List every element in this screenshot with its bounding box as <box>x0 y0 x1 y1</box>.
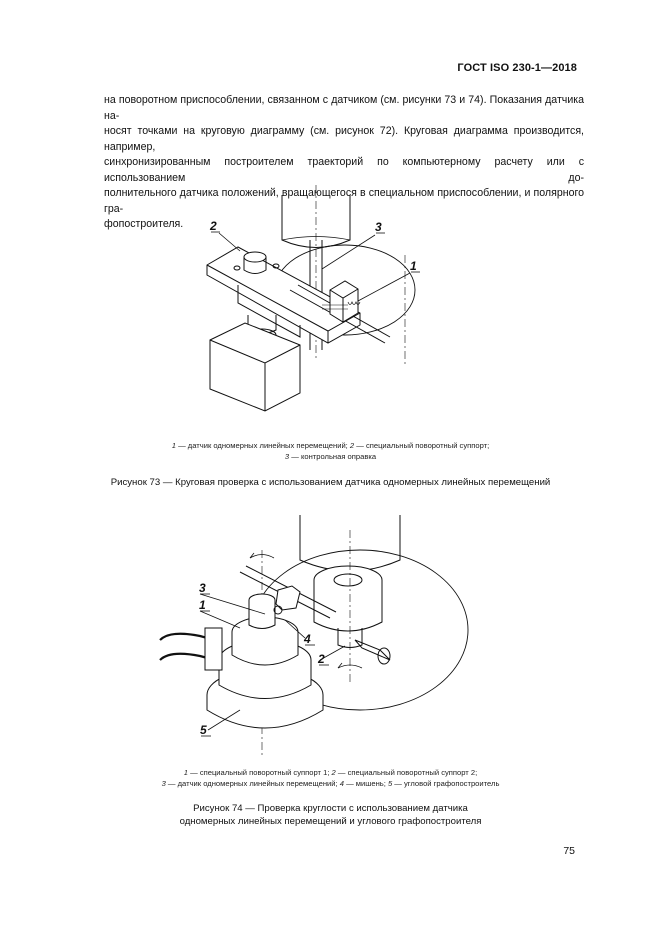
standard-header: ГОСТ ISO 230-1—2018 <box>457 62 577 74</box>
rotary-support-1 <box>231 632 299 666</box>
figure-74-label-1: 1 <box>199 598 206 612</box>
base-block <box>209 322 301 412</box>
paragraph-line: носят точками на круговую диаграмму (см.… <box>104 125 584 153</box>
figure-73-label-3: 3 <box>375 220 382 234</box>
figure-74-caption: Рисунок 74 — Проверка круглости с исполь… <box>0 802 661 828</box>
legend-line: 1 — датчик одномерных линейных перемещен… <box>171 441 490 450</box>
linear-probe <box>275 585 301 611</box>
paragraph-line: синхронизированным построителем траектор… <box>104 156 584 184</box>
figure-74-label-5: 5 <box>200 723 207 737</box>
figure-73-legend: 1 — датчик одномерных линейных перемещен… <box>0 440 661 462</box>
figure-74-label-2: 2 <box>317 652 325 666</box>
linear-probe <box>329 280 359 323</box>
body-paragraph: на поворотном приспособлении, связанном … <box>104 93 584 233</box>
figure-74-drawing: 3 1 4 2 5 <box>159 515 469 755</box>
figure-73-drawing: 2 3 1 <box>206 185 420 412</box>
figure-73-label-2: 2 <box>209 219 217 233</box>
legend-line: 3 — датчик одномерных линейных перемещен… <box>161 779 500 788</box>
target-cylinder <box>313 580 383 632</box>
figure-73-caption: Рисунок 73 — Круговая проверка с использ… <box>110 477 551 488</box>
figure-74-label-3: 3 <box>199 581 206 595</box>
page-number: 75 <box>563 845 575 857</box>
caption-line: одномерных линейных перемещений и углово… <box>179 816 482 827</box>
angular-plotter <box>206 695 324 729</box>
paragraph-line: фопостроителя. <box>104 218 184 230</box>
legend-line: 3 — контрольная оправка <box>284 452 377 461</box>
caption-line: Рисунок 74 — Проверка круглости с исполь… <box>193 803 468 814</box>
figure-74-label-4: 4 <box>303 632 311 646</box>
paragraph-line: на поворотном приспособлении, связанном … <box>104 94 584 122</box>
figure-74-legend: 1 — специальный поворотный суппорт 1; 2 … <box>0 767 661 789</box>
spindle <box>281 195 351 248</box>
paragraph-line: полнительного датчика положений, вращающ… <box>104 187 584 215</box>
figure-73-label-1: 1 <box>410 259 417 273</box>
legend-line: 1 — специальный поворотный суппорт 1; 2 … <box>183 768 478 777</box>
